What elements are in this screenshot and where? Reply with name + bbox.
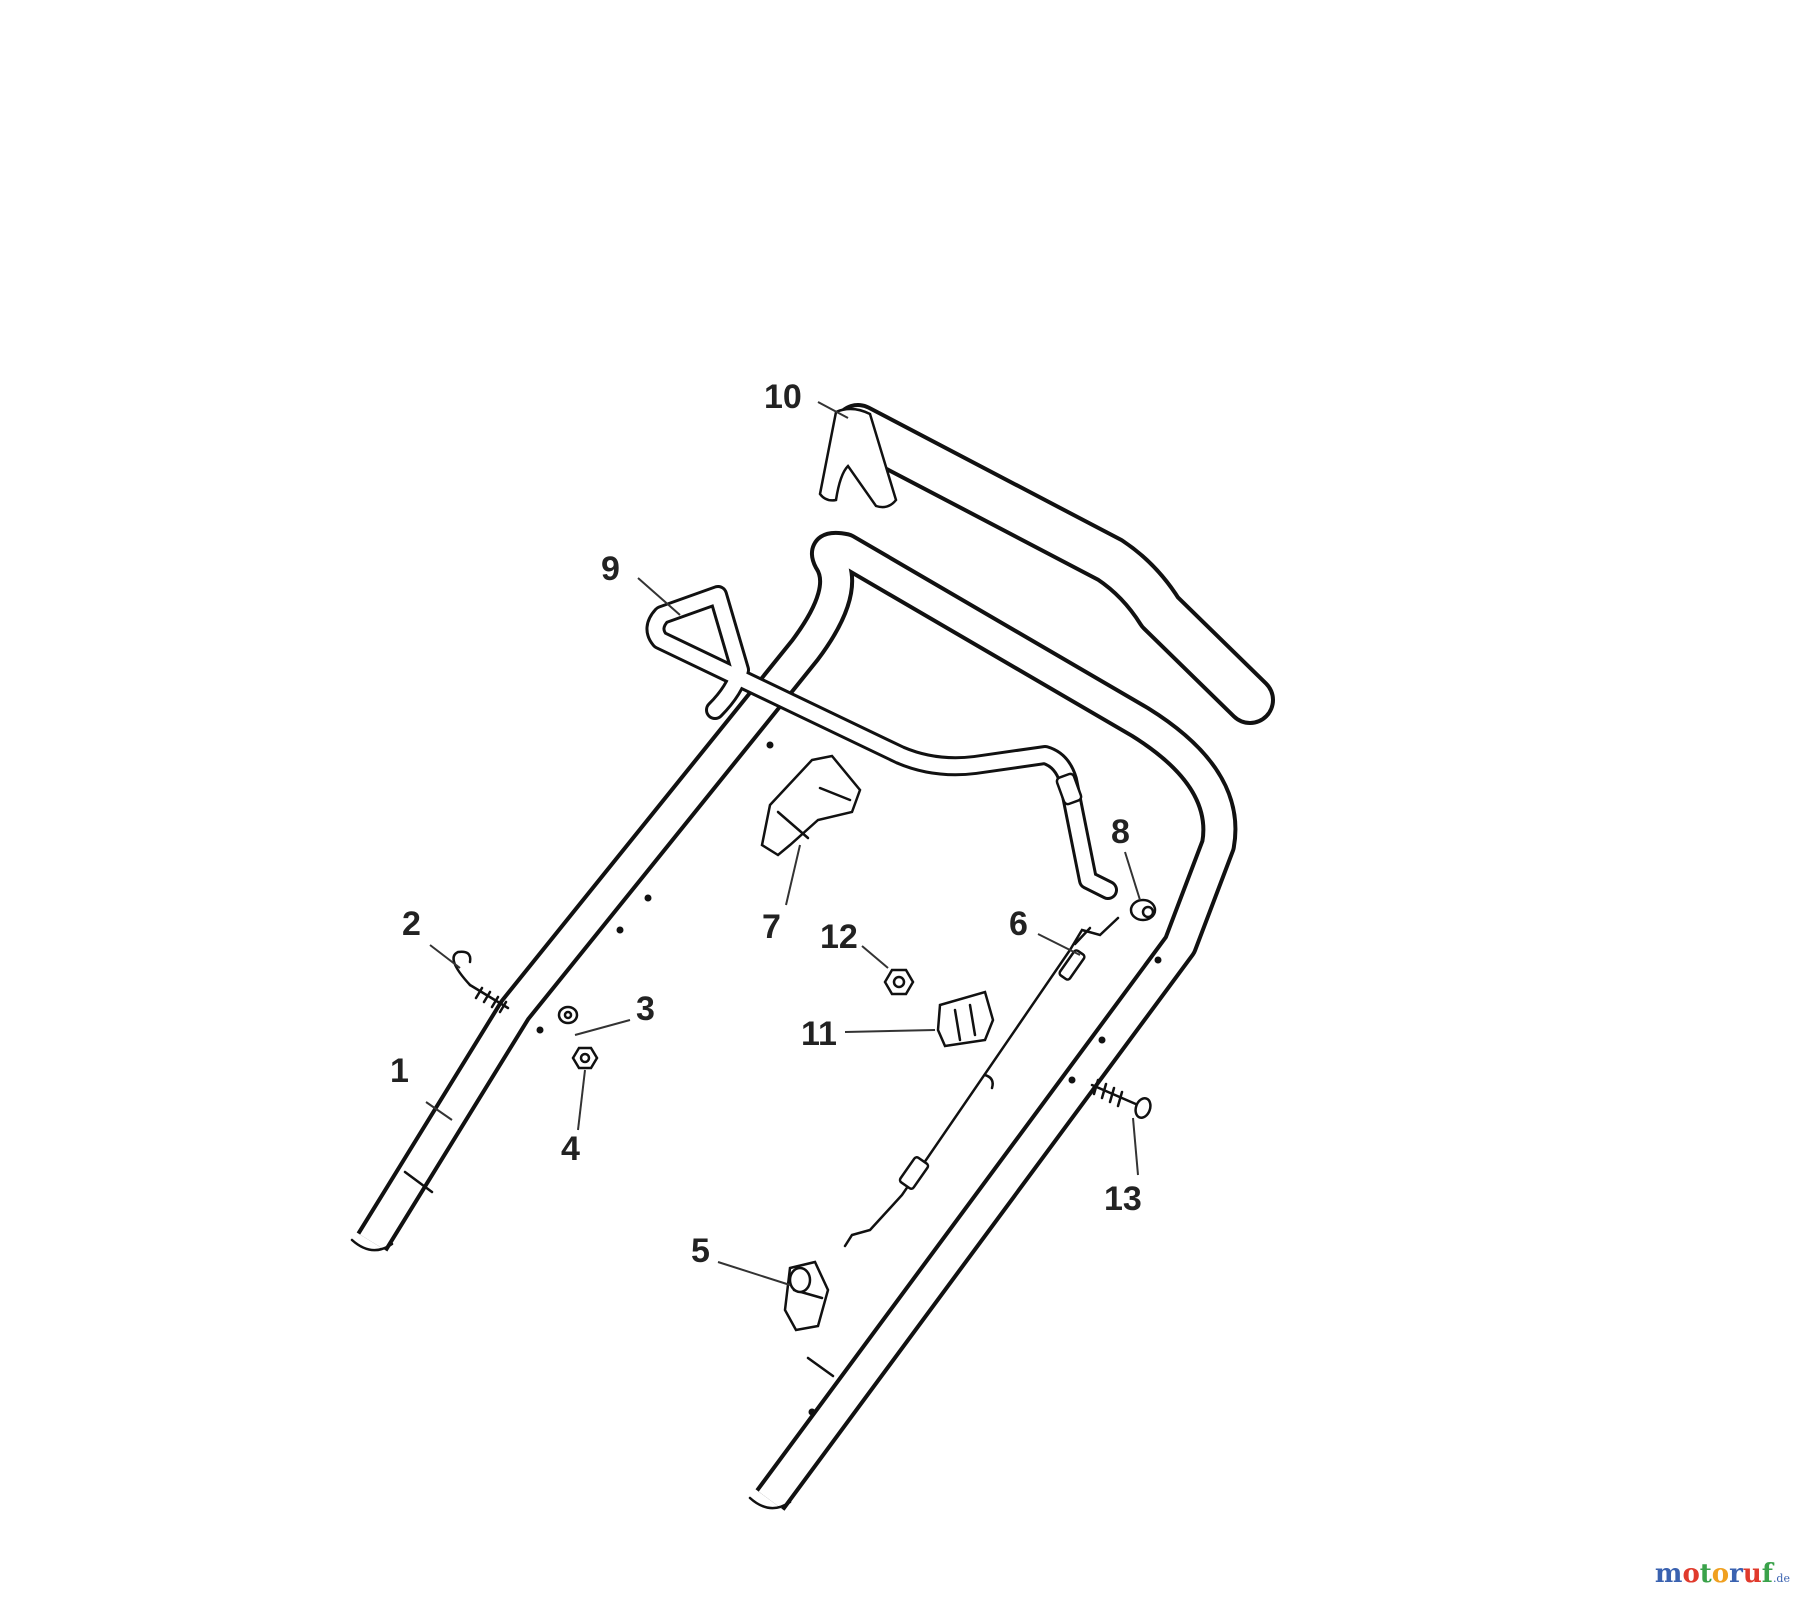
callout-3: 3 [636,990,655,1028]
part-control-bail [645,585,1118,900]
part-bushing [1129,898,1157,922]
logo-letter: u [1742,1559,1762,1589]
part-clip-block [936,990,995,1048]
callout-4: 4 [561,1130,580,1168]
callout-10: 10 [764,378,802,416]
callout-12: 12 [820,918,858,956]
callout-9: 9 [601,550,620,588]
part-handle-frame [350,530,1238,1511]
part-hook-bolt [452,950,510,1014]
callout-1: 1 [390,1052,409,1090]
part-bolt [1090,1078,1152,1119]
callout-13: 13 [1104,1180,1142,1218]
callout-2: 2 [402,905,421,943]
part-nut-12 [883,968,915,996]
logo-letter: r [1729,1559,1743,1589]
part-brake-cable [843,916,1120,1248]
part-handle-clamp [783,1260,830,1332]
part-cable-clip [760,754,862,857]
part-nut-4 [571,1046,599,1070]
logo-letter: o [1682,1559,1700,1589]
callout-6: 6 [1009,905,1028,943]
callout-7: 7 [762,908,781,946]
leader-lines [425,401,1141,1286]
logo-suffix: .de [1772,1572,1790,1585]
logo-letter: m [1654,1559,1683,1589]
part-grip-foam [818,403,1275,725]
part-washer [557,1005,579,1025]
callout-labels: 1 2 3 4 5 6 7 8 9 10 11 12 13 [390,378,1142,1270]
callout-11: 11 [801,1015,837,1053]
logo-letter: f [1761,1559,1773,1589]
logo-letter: t [1699,1559,1712,1589]
callout-5: 5 [691,1232,710,1270]
logo-letter: o [1711,1559,1730,1589]
callout-8: 8 [1111,813,1130,851]
watermark-logo: motoruf.de [1655,1559,1790,1589]
